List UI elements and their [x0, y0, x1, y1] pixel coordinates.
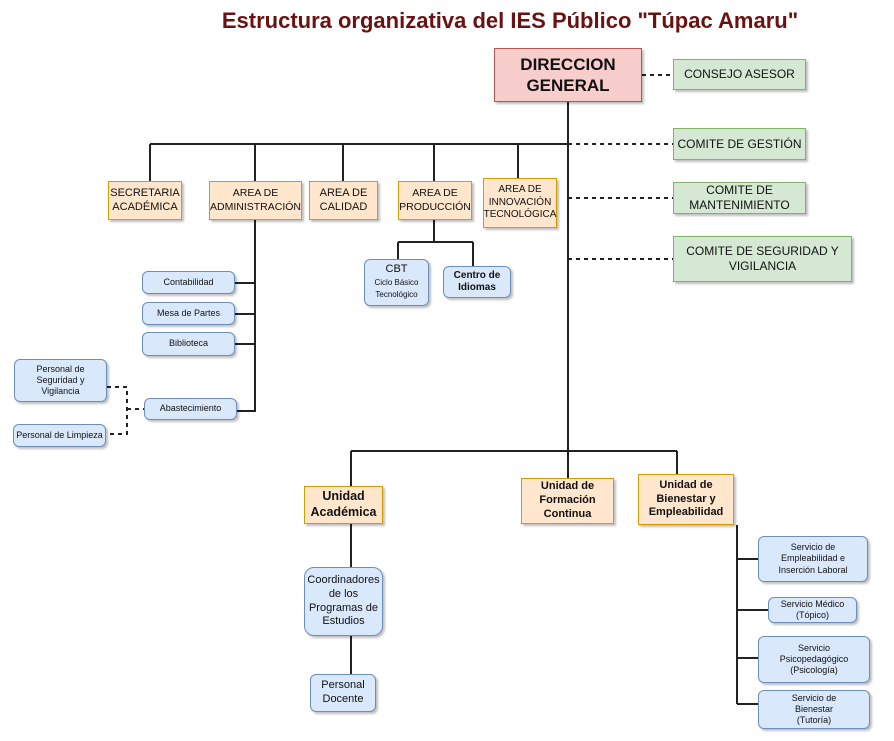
unidad-academica: Unidad Académica: [304, 486, 383, 524]
service-empleabilidad: Servicio de Empleabilidad e Inserción La…: [758, 536, 868, 582]
area-calidad: AREA DE CALIDAD: [309, 181, 378, 220]
cbt-sublabel: Ciclo Básico Tecnológico: [374, 277, 419, 300]
area-secretaria-academica: SECRETARIA ACADÉMICA: [108, 181, 182, 220]
service-bienestar-tutoria: Servicio de Bienestar (Tutoría): [758, 690, 870, 729]
direccion-general: DIRECCION GENERAL: [494, 48, 642, 102]
area-administracion: AREA DE ADMINISTRACIÓN: [209, 181, 302, 220]
service-medico: Servicio Médico (Tópico): [768, 597, 857, 623]
comite-mantenimiento: COMITE DE MANTENIMIENTO: [673, 182, 806, 214]
unit-coordinadores-programas: Coordinadores de los Programas de Estudi…: [304, 567, 383, 636]
comite-consejo-asesor: CONSEJO ASESOR: [673, 59, 806, 90]
service-psicopedagogico: Servicio Psicopedagógico (Psicología): [758, 636, 870, 683]
area-innovacion-tecnologica: AREA DE INNOVACIÓN TECNOLÓGICA: [483, 178, 557, 228]
area-produccion: AREA DE PRODUCCIÓN: [398, 181, 472, 220]
staff-seguridad-vigilancia: Personal de Seguridad y Vigilancia: [14, 359, 107, 402]
unit-cbt: CBT Ciclo Básico Tecnológico: [364, 259, 429, 306]
unit-personal-docente: Personal Docente: [310, 674, 376, 712]
cbt-label: CBT: [385, 262, 408, 275]
unit-biblioteca: Biblioteca: [142, 332, 235, 356]
unit-contabilidad: Contabilidad: [142, 271, 235, 294]
unit-abastecimiento: Abastecimiento: [144, 398, 237, 420]
unit-mesa-de-partes: Mesa de Partes: [142, 302, 235, 325]
chart-title: Estructura organizativa del IES Público …: [221, 8, 799, 33]
staff-limpieza: Personal de Limpieza: [13, 424, 106, 447]
comite-gestion: COMITE DE GESTIÓN: [673, 128, 806, 160]
unidad-formacion-continua: Unidad de Formación Continua: [521, 478, 614, 524]
unidad-bienestar-empleabilidad: Unidad de Bienestar y Empleabilidad: [638, 474, 734, 525]
unit-centro-idiomas: Centro de Idiomas: [443, 266, 511, 298]
comite-seguridad-vigilancia: COMITE DE SEGURIDAD Y VIGILANCIA: [673, 236, 852, 282]
